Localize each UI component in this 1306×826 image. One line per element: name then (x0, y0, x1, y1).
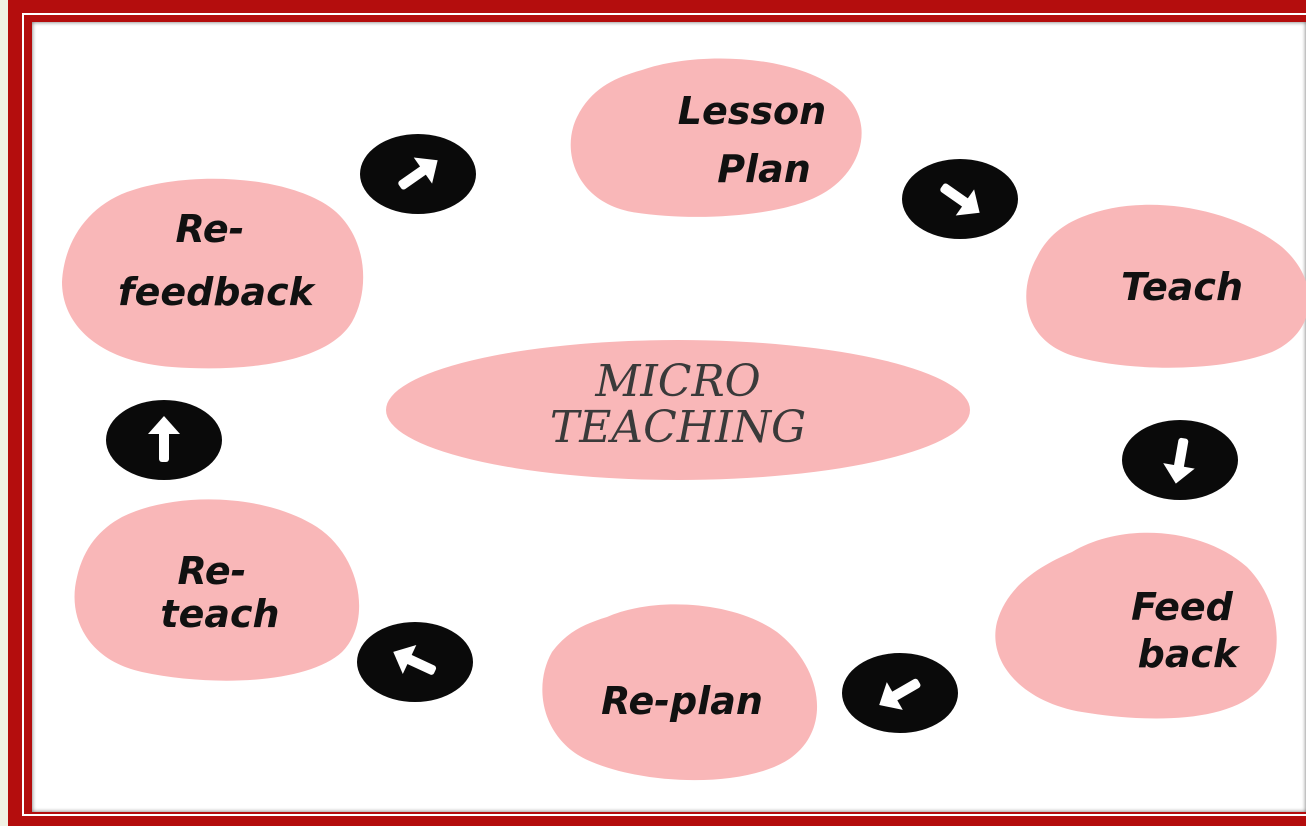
stage-blob (570, 58, 862, 217)
stage-blob (1026, 204, 1306, 368)
arrow-down-icon (1122, 420, 1238, 500)
stage-label-line1: Teach (1121, 265, 1243, 309)
stage-teach: Teach (1026, 204, 1306, 368)
stage-label-line1: Re- (178, 549, 247, 593)
arrow-down-right-icon (902, 159, 1018, 239)
center-ellipse (386, 340, 970, 480)
stage-label-line2: teach (160, 592, 279, 636)
stage-re-feedback: Re- feedback (62, 178, 364, 369)
stage-label-line2: feedback (118, 270, 317, 314)
stage-label-line1: Lesson (678, 89, 826, 133)
stage-feedback: Feed back (995, 532, 1277, 719)
stage-label-line1: Re-plan (601, 679, 763, 723)
stage-blob (995, 532, 1277, 719)
stage-blob (542, 604, 818, 781)
arrow-up-right-icon (360, 134, 476, 214)
center-label-line1: MICRO (594, 356, 760, 407)
stage-label-line2: Plan (717, 147, 811, 191)
arrow-up-icon (106, 400, 222, 480)
stage-label-line1: Feed (1131, 585, 1234, 629)
frame-inner-line (22, 13, 1306, 816)
center-node: MICRO TEACHING (386, 340, 970, 480)
arrow-up-left-icon (357, 622, 473, 702)
stage-re-plan: Re-plan (542, 604, 818, 781)
center-label-line2: TEACHING (550, 402, 806, 453)
stage-lesson-plan: Lesson Plan (570, 58, 862, 217)
stage-re-teach: Re- teach (74, 499, 360, 681)
stage-label-line1: Re- (176, 207, 245, 251)
diagram-canvas: MICRO TEACHING Lesson Plan Teach Feed ba… (32, 22, 1306, 812)
arrow-down-left-icon (842, 653, 958, 733)
stage-blob (74, 499, 360, 681)
stage-blob (62, 178, 364, 369)
stage-label-line2: back (1138, 632, 1241, 676)
micro-teaching-cycle-diagram: MICRO TEACHING Lesson Plan Teach Feed ba… (62, 58, 1306, 781)
